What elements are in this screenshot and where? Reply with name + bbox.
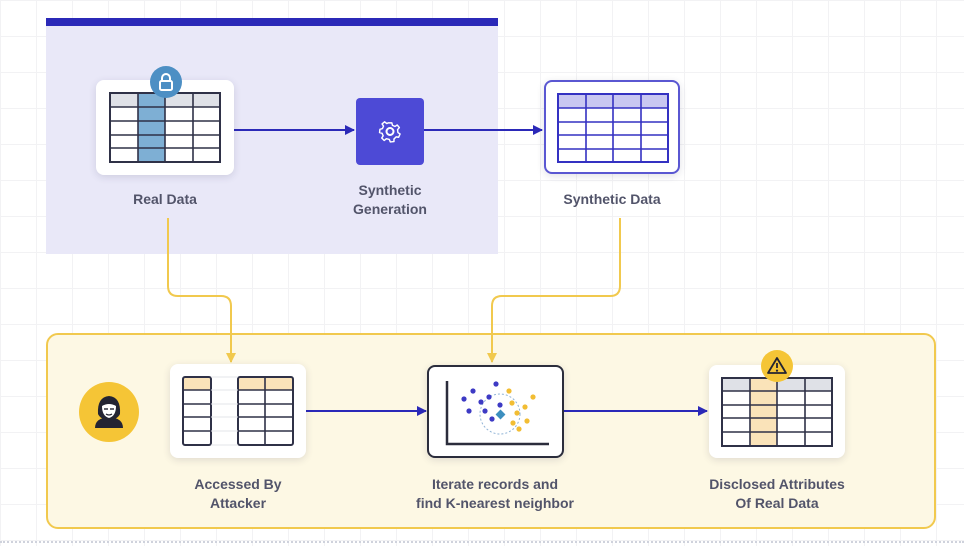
gear-icon	[378, 121, 401, 143]
synthetic-generation-card	[356, 98, 424, 165]
scatter-plot-icon	[445, 381, 549, 446]
arrow-real-to-attacker	[167, 218, 236, 363]
real-data-table-icon	[109, 92, 221, 163]
warning-icon	[761, 350, 793, 382]
synthetic-data-card	[544, 80, 680, 174]
arrow-synthetic-to-iterate	[487, 218, 621, 363]
synthetic-generation-label: Synthetic Generation	[353, 182, 427, 217]
synthetic-data-label: Synthetic Data	[563, 191, 661, 207]
hacker-mask-icon	[79, 382, 139, 442]
accessed-by-attacker-label: Accessed By Attacker	[194, 476, 282, 511]
synthetic-data-table-icon	[557, 93, 669, 163]
iterate-records-card	[427, 365, 564, 458]
bottom-dotted-divider	[0, 541, 964, 543]
lock-icon	[150, 66, 182, 98]
disclosed-attributes-label: Disclosed Attributes Of Real Data	[709, 476, 845, 511]
accessed-by-attacker-card	[170, 364, 306, 458]
partial-table-icon	[182, 376, 294, 446]
iterate-records-label: Iterate records and find K-nearest neigh…	[416, 476, 574, 511]
real-data-label: Real Data	[133, 191, 197, 207]
